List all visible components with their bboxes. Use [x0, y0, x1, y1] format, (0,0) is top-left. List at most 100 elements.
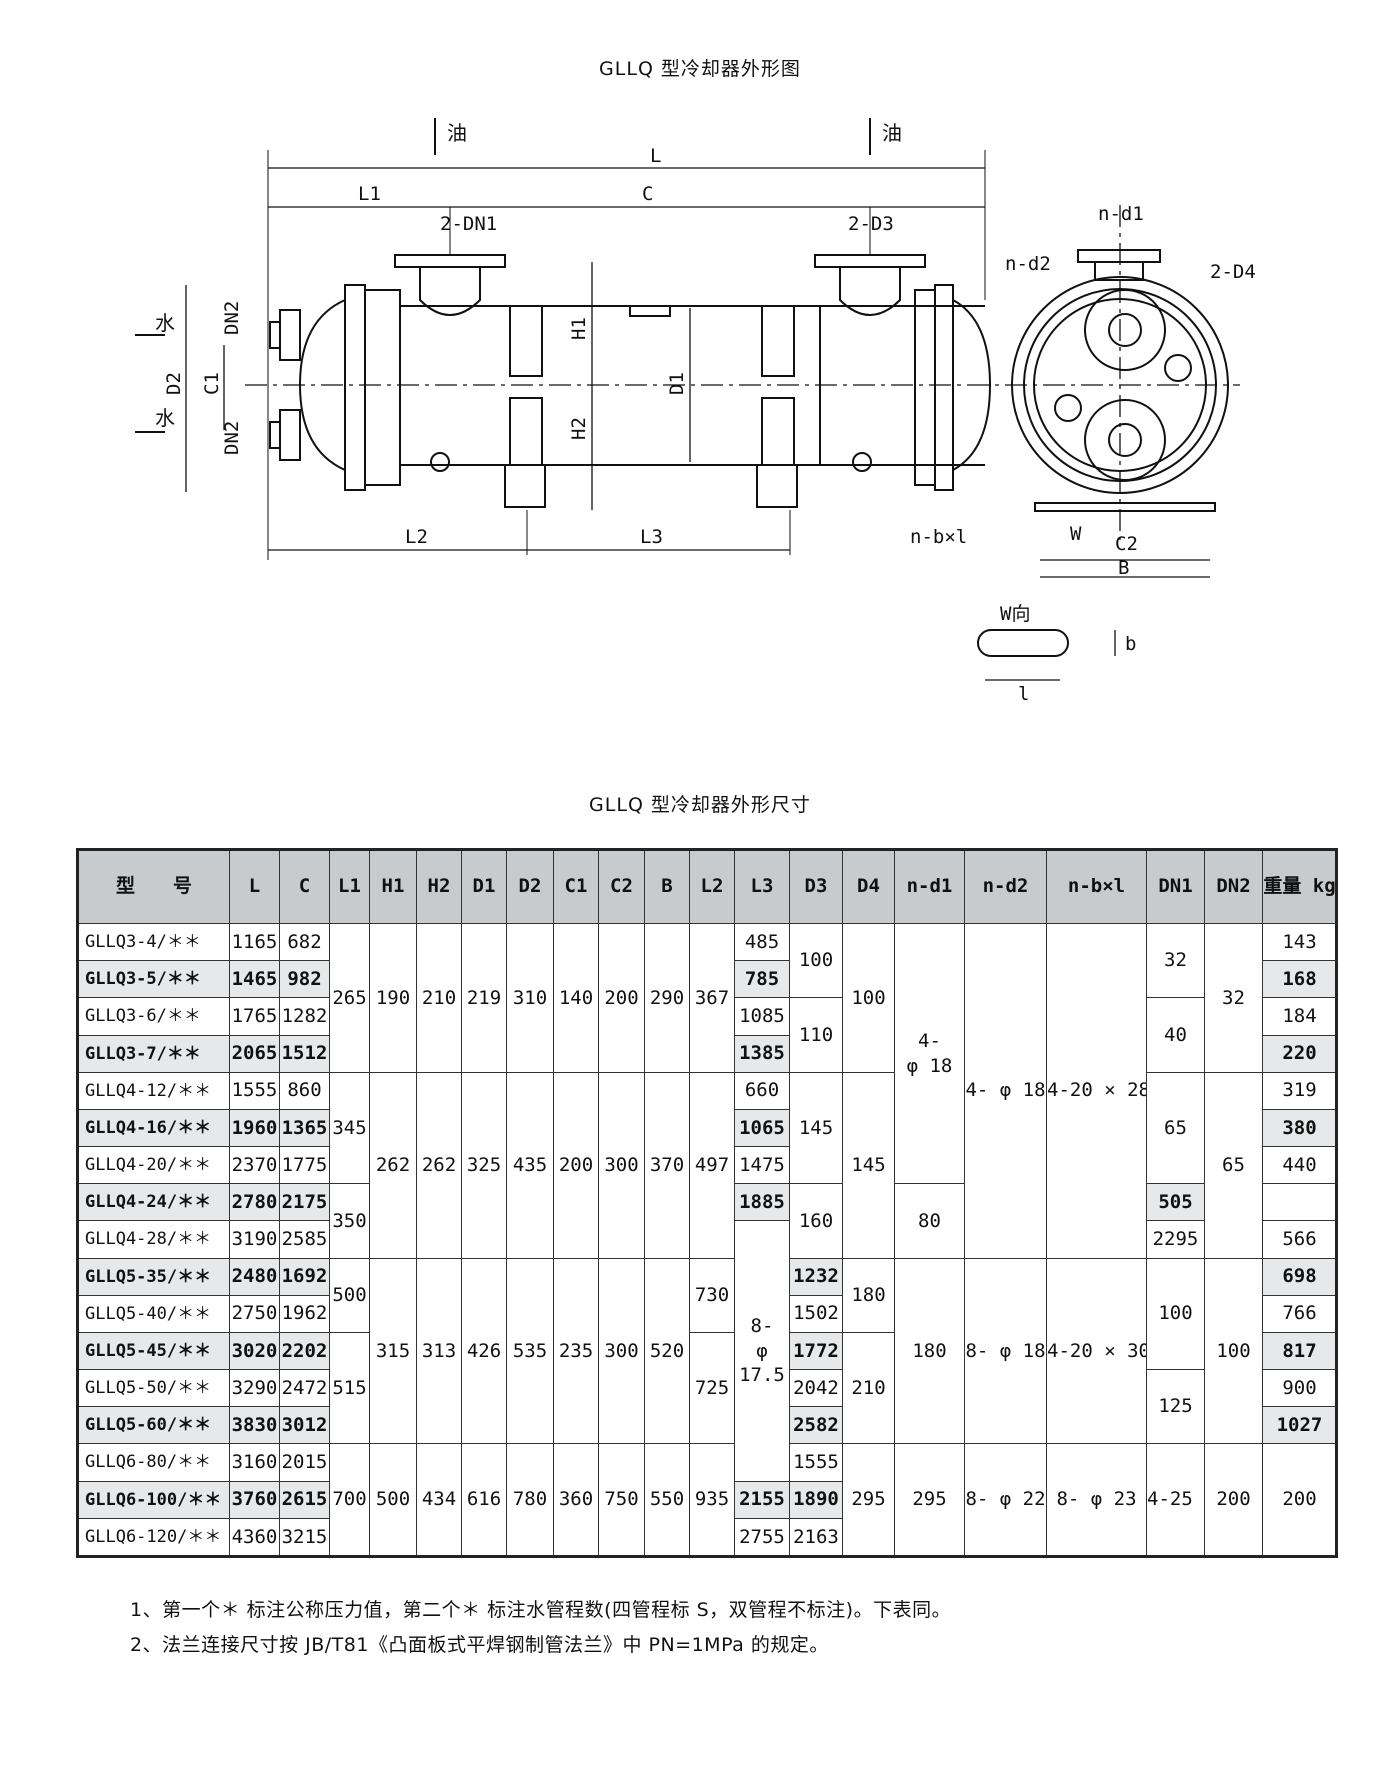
cell-L2: 730 — [689, 1257, 735, 1333]
cell-L: 1165 — [229, 922, 280, 962]
table-row: GLLQ5-45/＊＊ 3020 2202 515 725 1772 210 8… — [77, 1331, 1337, 1445]
col-header: B — [644, 849, 690, 924]
model-cell: GLLQ6-120/＊＊ — [77, 1517, 230, 1558]
cell-C1: 360 — [553, 1443, 599, 1557]
cell-L: 1765 — [229, 997, 280, 1036]
cell-L3: 785 — [734, 960, 790, 999]
cell-L3: 1065 — [734, 1108, 790, 1148]
col-header: D3 — [789, 849, 843, 924]
cell-H1: 315 — [369, 1257, 417, 1445]
cell-DN2: 65 — [1204, 1071, 1263, 1259]
cell-D2: 535 — [506, 1257, 554, 1445]
cell-C: 1962 — [279, 1294, 330, 1333]
dim-2D4: 2-D4 — [1210, 261, 1256, 283]
cell-L2: 725 — [689, 1331, 735, 1445]
note-2: 2、法兰连接尺寸按 JB/T81《凸面板式平焊钢制管法兰》中 PN=1MPa 的… — [130, 1634, 829, 1656]
col-header: D1 — [461, 849, 507, 924]
cell-L3: 1772 — [789, 1331, 843, 1371]
table-row: GLLQ4-24/＊＊ 2780 2175 350 1885 160 80 50… — [77, 1183, 1337, 1259]
oil-outlet-label: 油 — [882, 121, 902, 145]
cell-C1: 140 — [553, 923, 599, 1073]
col-header: 型 号 — [77, 849, 230, 924]
cell-kg: 380 — [1262, 1108, 1337, 1148]
col-header: L1 — [329, 849, 370, 924]
cell-C: 2472 — [279, 1369, 330, 1408]
cell-L1: 350 — [329, 1183, 370, 1259]
cell-kg: 184 — [1262, 997, 1337, 1036]
oil-inlet-label: 油 — [447, 121, 467, 145]
col-header: 重量 kg — [1262, 849, 1337, 924]
cell-L3: 1232 — [789, 1257, 843, 1296]
cell-kg: 143 — [1262, 922, 1337, 962]
cell-L3: 2295 — [1146, 1220, 1205, 1259]
cell-C: 2202 — [279, 1331, 330, 1371]
model-cell: GLLQ3-5/＊＊ — [77, 960, 230, 999]
model-cell: GLLQ5-50/＊＊ — [77, 1369, 230, 1408]
dim-nbl: n-b×l — [910, 526, 967, 548]
dim-W: W — [1070, 523, 1082, 545]
cell-DN1: 40 — [1146, 997, 1205, 1073]
cell-C2: 750 — [598, 1443, 645, 1557]
cell-H2: 210 — [416, 923, 462, 1073]
cell-L3: 1085 — [734, 997, 790, 1036]
cell-kg: 566 — [1262, 1220, 1337, 1259]
table-row: GLLQ3-6/＊＊ 1765 1282 1085 110 40 184 — [77, 997, 1337, 1073]
cell-nd1: 4- φ 18 — [894, 922, 965, 1185]
cell-D3: 210 — [842, 1331, 895, 1445]
dim-B: B — [1118, 557, 1129, 579]
cell-kg: 440 — [1262, 1146, 1337, 1185]
cell-nbl: 4-20 × 28 — [1046, 923, 1147, 1259]
dim-nd1: n-d1 — [1098, 203, 1144, 225]
table-row: GLLQ6-120/＊＊ 4360 3215 2755 2163 — [77, 1517, 1337, 1558]
cell-C1: 235 — [553, 1257, 599, 1445]
cell-L1: 515 — [329, 1331, 370, 1445]
note-1: 1、第一个＊ 标注公称压力值，第二个＊ 标注水管程数(四管程标 S，双管程不标注… — [130, 1599, 952, 1621]
cell-D3: 160 — [789, 1183, 843, 1259]
cell-L: 1555 — [229, 1071, 280, 1110]
model-cell: GLLQ4-24/＊＊ — [77, 1183, 230, 1222]
cell-kg: 2163 — [789, 1517, 843, 1558]
table-row: GLLQ5-60/＊＊ 3830 3012 2582 1027 — [77, 1406, 1337, 1445]
cell-B: 290 — [644, 923, 690, 1073]
table-row: GLLQ6-80/＊＊ 3160 2015 700 500 434 616 78… — [77, 1443, 1337, 1557]
cell-L3: 2155 — [734, 1480, 790, 1519]
cell-L2: 497 — [689, 1071, 735, 1259]
col-header: L2 — [689, 849, 735, 924]
cell-C: 1775 — [279, 1146, 330, 1185]
cell-H2: 262 — [416, 1071, 462, 1259]
cell-L: 3020 — [229, 1331, 280, 1371]
cell-D2: 780 — [506, 1443, 554, 1557]
dim-DN2-top: DN2 — [221, 301, 243, 335]
cell-B: 550 — [644, 1443, 690, 1557]
table-title: GLLQ 型冷却器外形尺寸 — [589, 794, 811, 816]
cell-kg: 698 — [1262, 1257, 1337, 1296]
cell-L: 1960 — [229, 1108, 280, 1148]
cell-D1: 325 — [461, 1071, 507, 1259]
table-row: GLLQ4-12/＊＊ 1555 860 345 262 262 325 435… — [77, 1071, 1337, 1259]
cell-L: 2370 — [229, 1146, 280, 1185]
dim-C1: C1 — [201, 372, 223, 395]
dim-C: C — [642, 183, 653, 205]
cell-L: 1465 — [229, 960, 280, 999]
cell-L3: 1385 — [734, 1034, 790, 1073]
notes: 1、第一个＊ 标注公称压力值，第二个＊ 标注水管程数(四管程标 S，双管程不标注… — [130, 1593, 951, 1663]
cell-C: 1365 — [279, 1108, 330, 1148]
cell-H1: 190 — [369, 923, 417, 1073]
model-cell: GLLQ3-6/＊＊ — [77, 997, 230, 1036]
cell-C: 2015 — [279, 1443, 330, 1482]
cell-DN1: 32 — [1146, 922, 1205, 999]
table-row: GLLQ4-20/＊＊ 2370 1775 1475 440 — [77, 1146, 1337, 1185]
dim-l: l — [1018, 683, 1029, 705]
cell-L3: 2755 — [734, 1517, 790, 1558]
cell-nbl: 4-20 × 30 — [1046, 1257, 1147, 1445]
dim-2DN1: 2-DN1 — [440, 213, 497, 235]
cell-D3: 295 — [842, 1443, 895, 1557]
col-header: n-b×l — [1046, 849, 1147, 924]
cooler-outline-drawing: 油 油 水 水 L L1 C 2-DN1 2-D3 DN2 DN2 D2 C1 … — [135, 118, 1256, 705]
cell-C: 860 — [279, 1071, 330, 1110]
cell-D3: 180 — [842, 1257, 895, 1333]
col-header: DN1 — [1146, 849, 1205, 924]
cell-L1: 265 — [329, 923, 370, 1073]
cell-DN1: 125 — [1146, 1369, 1205, 1445]
col-header: C1 — [553, 849, 599, 924]
